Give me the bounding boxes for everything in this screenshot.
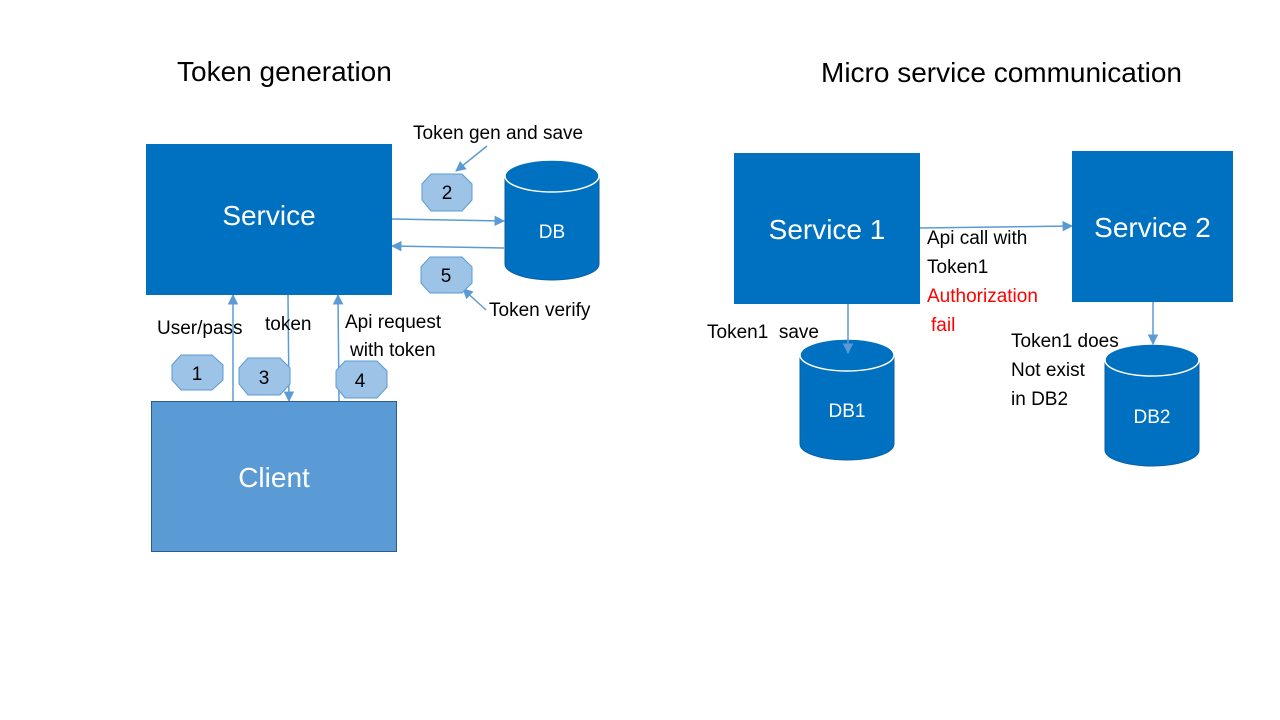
label-api-call-line2: Token1 xyxy=(927,257,989,278)
step-badge-3: 3 xyxy=(238,357,291,396)
service2-label: Service 2 xyxy=(1094,211,1211,243)
arrow-callout-token-verify xyxy=(462,288,487,311)
label-api-request-line2: with token xyxy=(350,340,436,361)
arrow-db-to-service xyxy=(390,240,505,252)
step-badge-1: 1 xyxy=(171,354,224,391)
label-not-exist-line1: Token1 does xyxy=(1011,331,1119,352)
label-token-verify: Token verify xyxy=(489,300,591,321)
label-token: token xyxy=(265,314,312,335)
db-label: DB xyxy=(539,222,565,243)
title-microservice-communication: Micro service communication xyxy=(821,57,1182,88)
client-box: Client xyxy=(151,401,397,552)
service1-label: Service 1 xyxy=(768,213,886,245)
db2-label: DB2 xyxy=(1134,407,1171,428)
title-token-generation: Token generation xyxy=(177,56,392,87)
label-authorization-fail-line1: Authorization xyxy=(927,286,1038,307)
db1-label: DB1 xyxy=(829,401,866,422)
svg-text:5: 5 xyxy=(441,266,452,287)
svg-text:1: 1 xyxy=(192,364,203,385)
service-label: Service xyxy=(222,199,316,231)
service-box: Service xyxy=(146,144,392,295)
svg-text:2: 2 xyxy=(442,183,453,204)
label-not-exist-line2: Not exist xyxy=(1011,360,1085,381)
step-badge-4: 4 xyxy=(335,360,388,399)
db2-cylinder: DB2 xyxy=(1104,343,1200,467)
label-token1-save: Token1 save xyxy=(707,322,819,343)
label-token-gen-save: Token gen and save xyxy=(413,123,584,144)
arrow-service1-to-service2 xyxy=(919,220,1074,232)
db-cylinder: DB xyxy=(504,159,600,281)
db1-cylinder: DB1 xyxy=(799,338,895,461)
svg-text:4: 4 xyxy=(355,371,366,392)
service2-box: Service 2 xyxy=(1072,151,1233,302)
label-user-pass: User/pass xyxy=(157,318,243,339)
service1-box: Service 1 xyxy=(734,153,920,304)
arrow-service-to-db xyxy=(391,215,506,227)
label-api-request-line1: Api request xyxy=(345,312,442,333)
step-badge-2: 2 xyxy=(421,173,473,212)
client-label: Client xyxy=(238,461,310,493)
label-not-exist-line3: in DB2 xyxy=(1011,389,1069,410)
arrow-callout-token-gen xyxy=(455,145,488,172)
step-badge-5: 5 xyxy=(420,256,473,294)
label-authorization-fail-line2: fail xyxy=(931,315,956,336)
label-api-call-line1: Api call with xyxy=(927,228,1028,249)
svg-text:3: 3 xyxy=(259,368,270,389)
